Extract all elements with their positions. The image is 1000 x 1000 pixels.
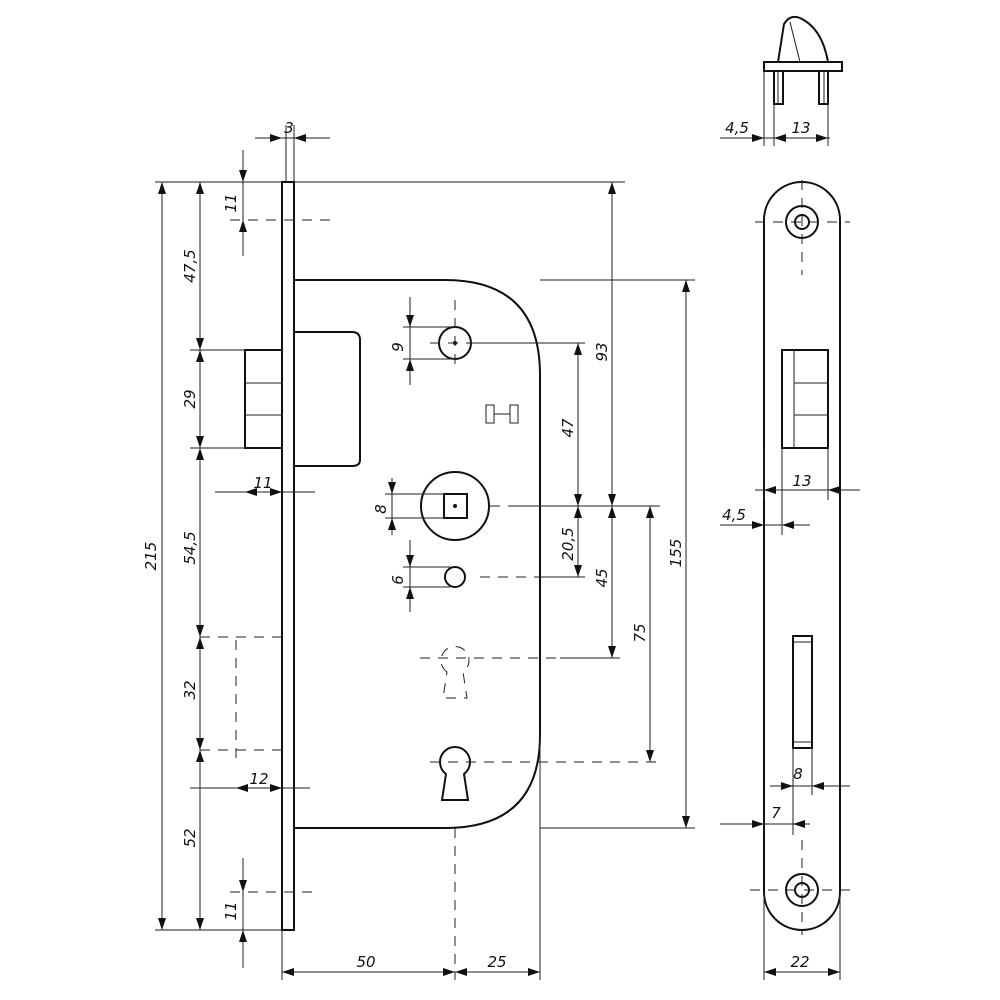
keyhole-upper-dashed bbox=[440, 646, 470, 699]
dim-case-depth-rest: 25 bbox=[487, 953, 506, 971]
dim-follower-8: 8 bbox=[372, 504, 390, 514]
dim-bolt-spacing: 32 bbox=[181, 680, 199, 699]
latch-top-view bbox=[763, 15, 843, 105]
front-top-screw bbox=[755, 180, 850, 275]
dim-latch-projection: 11 bbox=[253, 474, 272, 492]
dim-spindle-to-top-hole: 47 bbox=[559, 418, 577, 438]
dim-latch-width-front: 13 bbox=[792, 472, 811, 490]
inner-dimension-lines bbox=[385, 297, 585, 612]
top-view-dimension-lines bbox=[720, 71, 830, 146]
dim-hole-9: 9 bbox=[389, 342, 407, 352]
faceplate-side bbox=[281, 181, 295, 931]
dim-faceplate-thickness: 3 bbox=[284, 119, 294, 137]
right-dimension-lines bbox=[294, 181, 695, 829]
dim-latch-to-spindle: 54,5 bbox=[181, 531, 199, 564]
dim-top-to-latch: 47,5 bbox=[181, 249, 199, 282]
dim-bolt-width-front: 8 bbox=[793, 765, 803, 783]
dim-total-height: 215 bbox=[142, 542, 160, 571]
dim-spindle-to-keyhole: 45 bbox=[593, 568, 611, 587]
front-dimension-lines bbox=[720, 448, 860, 980]
dim-hole-6: 6 bbox=[389, 575, 407, 585]
keyhole-lower bbox=[439, 746, 471, 801]
dim-top-hole-offset: 11 bbox=[222, 193, 240, 212]
dim-latch-height: 29 bbox=[181, 389, 199, 408]
dim-spindle-to-lower-keyhole: 75 bbox=[631, 623, 649, 642]
dim-case-height: 155 bbox=[667, 539, 685, 568]
spindle-follower bbox=[420, 471, 490, 541]
logo-mark bbox=[485, 404, 519, 424]
front-bottom-screw bbox=[750, 840, 855, 935]
dim-front-offset: 4,5 bbox=[722, 506, 746, 524]
dim-backset: 50 bbox=[356, 953, 375, 971]
dim-bolt-offset-front: 7 bbox=[771, 804, 781, 822]
right-arrows bbox=[574, 182, 690, 828]
dim-spindle-to-hole6: 20,5 bbox=[559, 527, 577, 560]
center-lines bbox=[200, 219, 660, 980]
dim-bottom-hole-offset: 11 bbox=[222, 901, 240, 920]
front-bolt-opening bbox=[792, 635, 813, 749]
front-latch-opening bbox=[781, 349, 829, 449]
bottom-dimension-lines bbox=[281, 735, 541, 980]
dim-bolt-projection: 12 bbox=[249, 770, 268, 788]
left-dimension-lines bbox=[155, 125, 330, 968]
lower-hole-6 bbox=[444, 566, 466, 588]
dim-faceplate-width: 22 bbox=[790, 953, 809, 971]
lock-case bbox=[294, 279, 541, 829]
bottom-arrows bbox=[282, 968, 540, 976]
dim-top-to-spindle: 93 bbox=[593, 342, 611, 361]
dim-top-view-offset: 4,5 bbox=[725, 119, 749, 137]
inner-arrows bbox=[388, 315, 414, 599]
dim-top-view-width: 13 bbox=[791, 119, 810, 137]
left-arrows bbox=[158, 134, 306, 942]
dim-bottom-to-bolt: 52 bbox=[181, 828, 199, 847]
latch-bolt bbox=[244, 331, 361, 467]
